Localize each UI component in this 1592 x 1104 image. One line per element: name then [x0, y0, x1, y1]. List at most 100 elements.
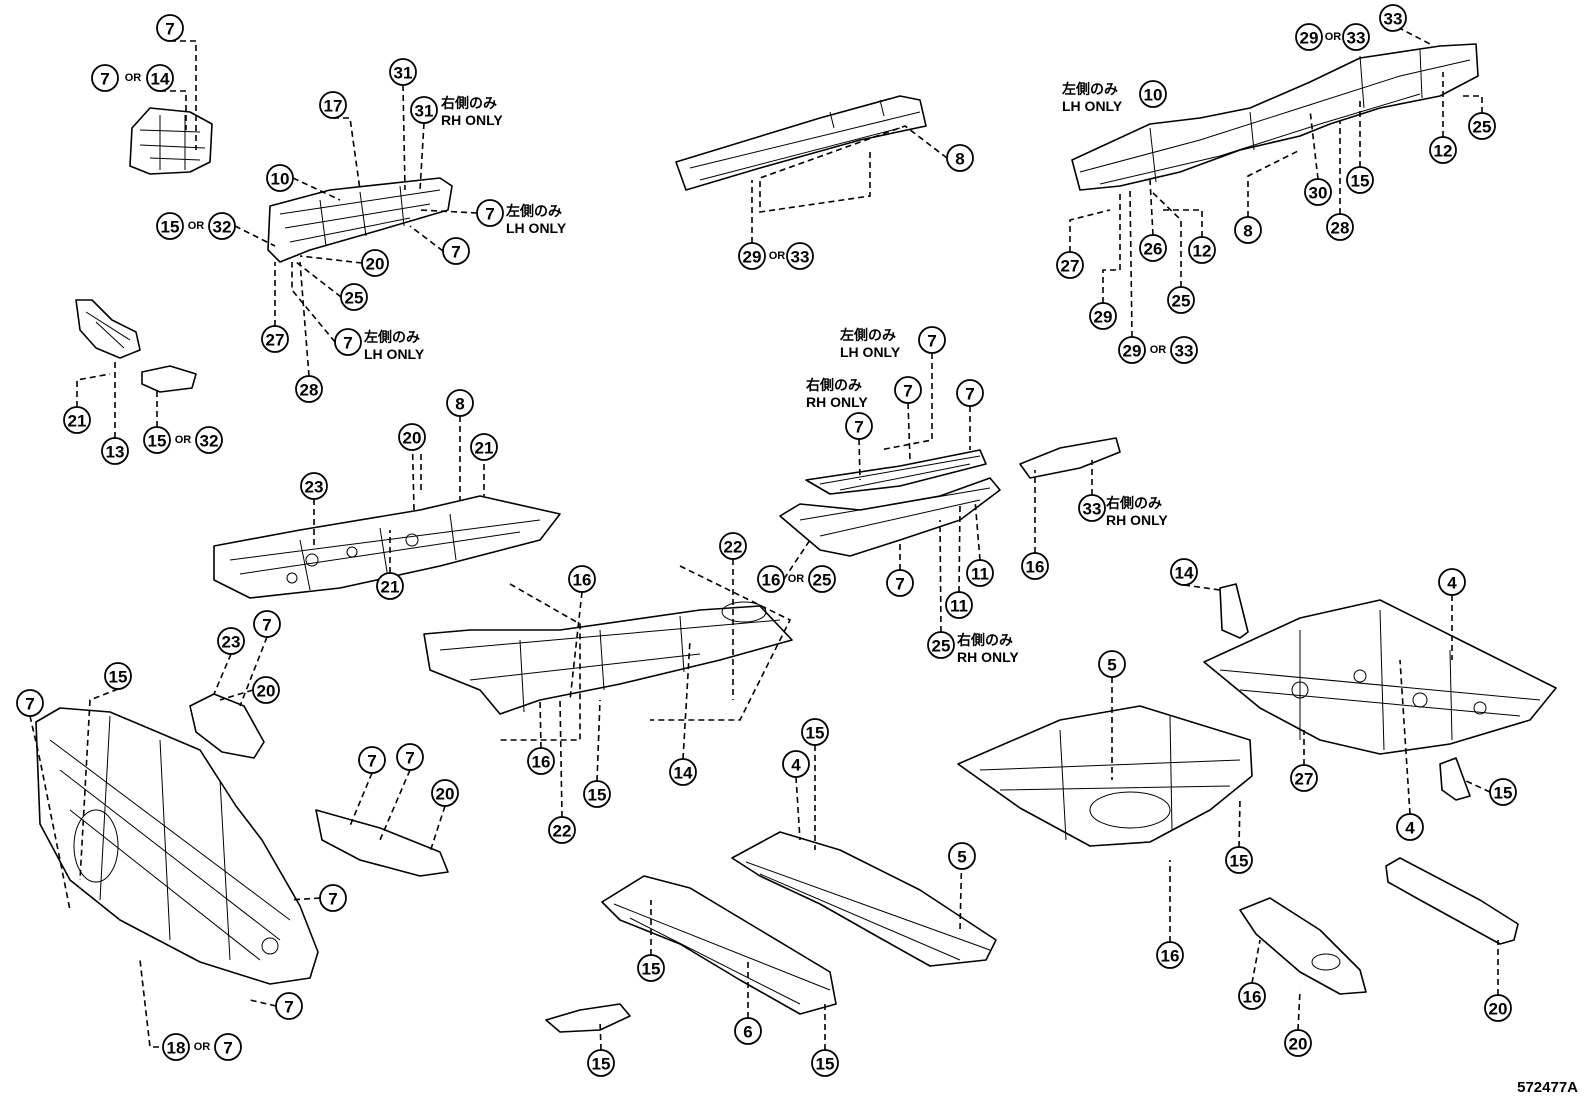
- callout-16: 16: [568, 565, 596, 593]
- callout-circle: [319, 884, 347, 912]
- callout-number: 16: [1026, 558, 1045, 577]
- callout-circle: [966, 559, 994, 587]
- callout-number: 8: [1243, 222, 1252, 241]
- callout-number: 31: [415, 102, 434, 121]
- callout-15: 15: [637, 954, 665, 982]
- callout-33: 33: [1379, 4, 1407, 32]
- callout-circle: [1089, 302, 1117, 330]
- leader-line: [783, 539, 811, 580]
- callout-number: 25: [1473, 118, 1492, 137]
- callout-number: 31: [394, 64, 413, 83]
- callout-15: 15: [156, 212, 184, 240]
- leader-line: [879, 353, 933, 451]
- leader-line: [419, 122, 425, 191]
- leader-line: [1129, 189, 1133, 338]
- callout-number: 7: [328, 890, 337, 909]
- callout-circle: [1188, 236, 1216, 264]
- leader-line: [1460, 95, 1483, 113]
- rh-only-note-jp: 右側のみ: [1105, 495, 1162, 511]
- callout-circle: [376, 572, 404, 600]
- callout-number: 25: [1172, 292, 1191, 311]
- leader-line: [139, 959, 189, 1048]
- leader-line: [289, 897, 321, 901]
- leader-line: [234, 225, 276, 247]
- leader-line: [650, 565, 792, 721]
- callout-circle: [1056, 251, 1084, 279]
- leader-line: [500, 583, 581, 741]
- leader-line: [958, 505, 961, 593]
- callout-circle: [410, 96, 438, 124]
- callout-number: 4: [791, 756, 801, 775]
- callout-circle: [1468, 112, 1496, 140]
- callout-17: 17: [319, 91, 347, 119]
- callout-circle: [1438, 568, 1466, 596]
- callout-circle: [162, 1033, 190, 1061]
- callout-circle: [319, 91, 347, 119]
- lh-only-note-en: LH ONLY: [1062, 98, 1123, 114]
- callout-circle: [845, 412, 873, 440]
- callout-15: 15: [811, 1049, 839, 1077]
- callout-32: 32: [195, 426, 223, 454]
- callout-circle: [587, 1049, 615, 1077]
- callout-15: 15: [104, 662, 132, 690]
- callout-30: 30: [1304, 178, 1332, 206]
- callout-circle: [470, 433, 498, 461]
- leader-line: [569, 591, 583, 701]
- rh-only-note-en: RH ONLY: [806, 394, 868, 410]
- callout-circle: [217, 627, 245, 655]
- leader-line: [160, 90, 187, 130]
- callout-29: 29: [1089, 302, 1117, 330]
- callout-27: 27: [1056, 251, 1084, 279]
- callout-20: 20: [361, 249, 389, 277]
- lh-only-note-jp: 左側のみ: [1061, 81, 1118, 97]
- callout-4: 4: [782, 750, 810, 778]
- callout-7: 7: [319, 884, 347, 912]
- callout-number: 20: [366, 255, 385, 274]
- callout-number: 7: [451, 243, 460, 262]
- leader-line: [858, 438, 861, 481]
- callout-8: 8: [446, 389, 474, 417]
- callout-number: 5: [1107, 656, 1116, 675]
- leader-line: [1463, 779, 1491, 793]
- callout-15: 15: [1346, 166, 1374, 194]
- part-rear-floor-spare-tire-pan: [957, 705, 1253, 847]
- callout-circle: [1225, 846, 1253, 874]
- callout-circle: [143, 426, 171, 454]
- callout-number: 20: [403, 429, 422, 448]
- callout-number: 18: [167, 1039, 186, 1058]
- callout-number: 8: [955, 150, 964, 169]
- callout-number: 26: [1144, 240, 1163, 259]
- parts-layer: [35, 43, 1557, 1033]
- callout-14: 14: [146, 64, 174, 92]
- callout-number: 7: [965, 385, 974, 404]
- callout-circle: [945, 591, 973, 619]
- part-rear-rail-extension: [1019, 437, 1121, 479]
- callout-circle: [1167, 286, 1195, 314]
- callout-circle: [334, 328, 362, 356]
- callout-number: 32: [213, 218, 232, 237]
- rh-only-note-en: RH ONLY: [1106, 512, 1168, 528]
- lh-only-note-en: LH ONLY: [364, 346, 425, 362]
- rh-only-note-jp: 右側のみ: [956, 632, 1013, 648]
- callout-number: 7: [100, 70, 109, 89]
- callout-circle: [1118, 336, 1146, 364]
- callout-23: 23: [300, 472, 328, 500]
- callout-31: 31: [389, 58, 417, 86]
- part-cowl-bracket: [189, 693, 265, 759]
- callout-number: 4: [1447, 574, 1457, 593]
- callout-number: 25: [932, 637, 951, 656]
- callout-circle: [63, 406, 91, 434]
- callout-circle: [801, 718, 829, 746]
- callout-circle: [253, 610, 281, 638]
- callout-circle: [786, 242, 814, 270]
- callout-number: 4: [1405, 819, 1415, 838]
- callout-7: 7: [275, 992, 303, 1020]
- callout-21: 21: [470, 433, 498, 461]
- lh-only-note-jp: 左側のみ: [505, 203, 562, 219]
- callout-number: 11: [950, 597, 968, 616]
- callout-circle: [340, 283, 368, 311]
- leader-line: [596, 699, 601, 782]
- callout-number: 11: [971, 565, 989, 584]
- callout-number: 21: [475, 439, 494, 458]
- leader-line: [939, 519, 942, 633]
